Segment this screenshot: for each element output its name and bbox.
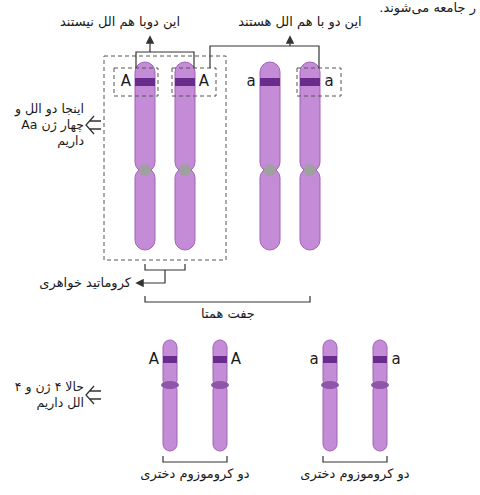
- gene-band: [323, 356, 337, 363]
- gene-band: [163, 356, 387, 363]
- chromosome-arm: [323, 383, 337, 451]
- allele-letter: A: [231, 350, 241, 370]
- part-name: جفت همتا: [201, 306, 255, 323]
- chromatid-arm: [300, 168, 320, 250]
- chromatid-arm: [175, 62, 195, 172]
- allele-letter: A: [149, 350, 159, 370]
- bracket-line: [163, 456, 227, 462]
- allele-letter: a: [391, 350, 400, 370]
- chromatid-arm: [260, 62, 280, 172]
- double-arrow: [86, 116, 101, 134]
- leader-line: [137, 270, 165, 283]
- allele-letter: A: [121, 72, 131, 92]
- centromere: [321, 381, 339, 389]
- note-text: حالا ۴ ژن و ۴ الل داریم: [2, 379, 84, 412]
- chromosome-arm: [323, 340, 337, 387]
- centromere: [161, 381, 389, 389]
- gene-band: [300, 78, 320, 86]
- gene-band: [163, 356, 177, 363]
- centromere: [371, 381, 389, 389]
- dashed-frame: [104, 56, 341, 260]
- leader-line: [149, 37, 150, 52]
- bracket-line: [145, 264, 185, 270]
- centromere: [139, 164, 316, 176]
- leader-line: [289, 37, 290, 46]
- gene-band: [175, 78, 195, 86]
- allele-frame: [114, 68, 158, 96]
- centromere: [161, 381, 179, 389]
- centromere: [211, 381, 229, 389]
- part-name: دو کروموزوم دختری: [300, 466, 409, 483]
- gene-band: [135, 78, 320, 86]
- daughter-chromosome: [163, 340, 387, 451]
- chromosome-arm: [163, 340, 177, 387]
- note-text: این دوبا هم الل نیستند: [60, 14, 180, 31]
- chromatid-arm: [175, 168, 195, 250]
- leader-lines: [136, 37, 387, 462]
- centromere: [264, 164, 276, 176]
- gene-band: [135, 78, 155, 86]
- bracket-line: [210, 46, 319, 68]
- replicated-chromosome: [135, 62, 195, 250]
- allele-frame: [297, 68, 341, 96]
- gene-band: [213, 356, 227, 363]
- note-text: اینجا دو الل و چهار ژن Aa داریم: [2, 101, 84, 150]
- bracket-line: [323, 456, 387, 462]
- double-arrow: [86, 386, 101, 404]
- chromosome-arm: [213, 340, 227, 387]
- bracket-line: [136, 52, 194, 68]
- chromatid-arm: [260, 168, 280, 250]
- allele-letter: a: [246, 72, 255, 92]
- chromatid-arm: [300, 62, 320, 172]
- chromosome-arm: [373, 340, 387, 387]
- part-name: کروماتید خواهری: [39, 275, 131, 292]
- double-arrow: [86, 116, 101, 404]
- chromosome-frame: [104, 56, 226, 260]
- gene-band: [260, 78, 280, 86]
- cut-sentence: ر جامعه می‌شوند.: [379, 0, 476, 17]
- bracket-line: [145, 296, 310, 302]
- replicated-chromosome: [260, 62, 320, 250]
- chromatid-arm: [135, 62, 155, 172]
- allele-letter: a: [309, 350, 318, 370]
- allele-letter: a: [324, 72, 333, 92]
- note-text: این دو با هم الل هستند: [238, 14, 361, 31]
- centromere: [139, 164, 151, 176]
- part-name: دو کروموزوم دختری: [140, 466, 249, 483]
- chromatid-arm: [135, 168, 155, 250]
- chromosome-arm: [163, 383, 177, 451]
- allele-frame: [172, 68, 216, 96]
- gene-band: [373, 356, 387, 363]
- allele-letter: A: [199, 72, 209, 92]
- chromosome-arm: [373, 383, 387, 451]
- centromere: [179, 164, 191, 176]
- chromosome-arm: [213, 383, 227, 451]
- centromere: [304, 164, 316, 176]
